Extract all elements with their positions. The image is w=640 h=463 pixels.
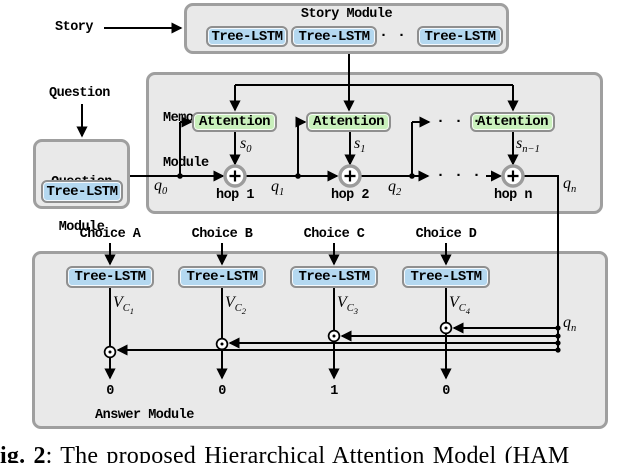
choice-c-label: Choice C <box>303 227 365 242</box>
vc2-label: VC2 <box>225 294 247 317</box>
answer-tree-lstm-a: Tree-LSTM <box>66 266 154 288</box>
q0-label: q0 <box>154 177 168 198</box>
memory-ellipsis-top: · · · <box>436 113 482 130</box>
hop-2-label: hop 2 <box>330 188 370 203</box>
answer-tree-lstm-d: Tree-LSTM <box>402 266 490 288</box>
attention-1: Attention <box>192 112 277 132</box>
question-module-title: Question Module <box>51 175 112 235</box>
output-a: 0 <box>106 384 114 399</box>
question-input-label: Question <box>49 86 110 101</box>
memory-module-title: Memory Module <box>163 111 209 171</box>
vc1-label: VC1 <box>113 294 135 317</box>
qn-label-memory: qn <box>563 175 577 196</box>
vc3-label: VC3 <box>337 294 359 317</box>
answer-tree-lstm-b: Tree-LSTM <box>178 266 266 288</box>
story-input-label: Story <box>55 20 94 35</box>
s0-label: s0 <box>240 135 252 156</box>
attention-2: Attention <box>306 112 391 132</box>
story-tree-lstm-1: Tree-LSTM <box>206 26 288 47</box>
story-module-title: Story Module <box>300 7 393 22</box>
sn-1-label: sn−1 <box>516 135 540 156</box>
answer-tree-lstm-c: Tree-LSTM <box>290 266 378 288</box>
hop-1-label: hop 1 <box>215 188 255 203</box>
q1-label: q1 <box>271 178 285 199</box>
q2-label: q2 <box>388 178 402 199</box>
question-tree-lstm: Tree-LSTM <box>41 180 123 203</box>
figure-caption: ig. 2: The proposed Hierarchical Attenti… <box>0 443 640 463</box>
vc4-label: VC4 <box>449 294 471 317</box>
output-d: 0 <box>442 384 450 399</box>
story-ellipsis: · · · <box>379 27 425 44</box>
qn-label-answer: qn <box>563 314 577 335</box>
answer-module-title: Answer Module <box>95 408 194 423</box>
attention-n: Attention <box>470 112 555 132</box>
choice-b-label: Choice B <box>191 227 253 242</box>
hop-n-label: hop n <box>493 188 533 203</box>
output-c: 1 <box>330 384 338 399</box>
choice-a-label: Choice A <box>79 227 141 242</box>
choice-d-label: Choice D <box>415 227 477 242</box>
caption-text: : The proposed Hierarchical Attention Mo… <box>45 443 570 463</box>
output-b: 0 <box>218 384 226 399</box>
story-tree-lstm-3: Tree-LSTM <box>417 26 503 47</box>
s1-label: s1 <box>354 135 366 156</box>
memory-ellipsis-bottom: · · · <box>436 167 482 184</box>
story-tree-lstm-2: Tree-LSTM <box>291 26 377 47</box>
caption-figure-number: ig. 2 <box>0 443 46 463</box>
